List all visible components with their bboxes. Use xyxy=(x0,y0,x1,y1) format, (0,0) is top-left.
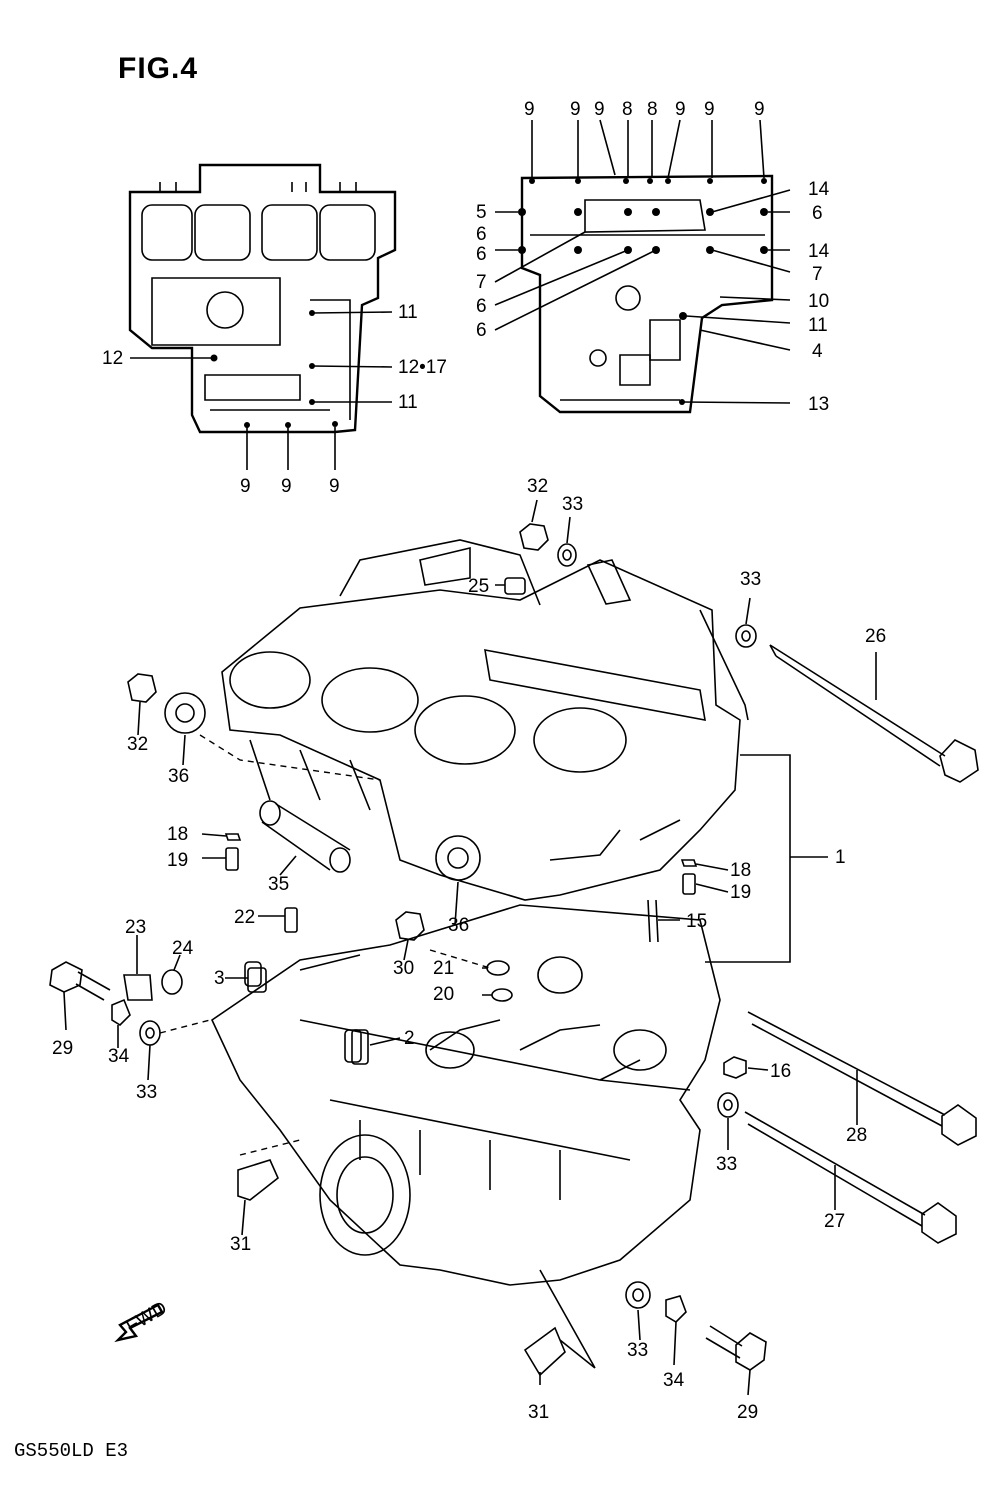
callout-29: 29 xyxy=(737,1402,758,1423)
callout-31: 31 xyxy=(528,1402,549,1423)
callout-20: 20 xyxy=(433,984,454,1005)
callout-7: 7 xyxy=(812,264,823,285)
callout-6: 6 xyxy=(476,320,487,341)
callout-9: 9 xyxy=(704,99,715,120)
callout-10: 10 xyxy=(808,291,829,312)
callout-11: 11 xyxy=(398,302,418,323)
callout-32: 32 xyxy=(527,476,548,497)
forward-marker: FWD xyxy=(123,1298,171,1338)
callout-34: 34 xyxy=(663,1370,685,1391)
callout-15: 15 xyxy=(686,911,707,932)
callout-12: 12 xyxy=(102,348,123,369)
callout-28: 28 xyxy=(846,1125,867,1146)
callout-35: 35 xyxy=(268,874,289,895)
callout-24: 24 xyxy=(172,938,194,959)
callout-36: 36 xyxy=(448,915,469,936)
callout-5: 5 xyxy=(476,202,487,223)
callout-36: 36 xyxy=(168,766,189,787)
callout-31: 31 xyxy=(230,1234,251,1255)
callout-33: 33 xyxy=(716,1154,737,1175)
callout-6: 6 xyxy=(476,296,487,317)
callout-16: 16 xyxy=(770,1061,791,1082)
callout-19: 19 xyxy=(167,850,188,871)
callout-27: 27 xyxy=(824,1211,845,1232)
callout-labels: 9 9 9 8 8 9 9 9 14 5 6 6 6 14 7 7 6 10 6… xyxy=(52,99,886,1423)
lower-case-bottom-view xyxy=(518,174,774,414)
callout-8: 8 xyxy=(647,99,658,120)
lower-crankcase xyxy=(210,904,721,1286)
callout-8: 8 xyxy=(622,99,633,120)
callout-9: 9 xyxy=(675,99,686,120)
callout-12-17: 12•17 xyxy=(398,357,447,378)
small-parts xyxy=(49,523,979,1377)
callout-22: 22 xyxy=(234,907,255,928)
callout-23: 23 xyxy=(125,917,146,938)
callout-6: 6 xyxy=(812,203,823,224)
callout-33: 33 xyxy=(562,494,583,515)
callout-21: 21 xyxy=(433,958,454,979)
callout-13: 13 xyxy=(808,394,829,415)
callout-7: 7 xyxy=(476,272,487,293)
callout-9: 9 xyxy=(594,99,605,120)
callout-34: 34 xyxy=(108,1046,130,1067)
callout-32: 32 xyxy=(127,734,148,755)
callout-6: 6 xyxy=(476,224,487,245)
callout-14: 14 xyxy=(808,179,830,200)
callout-33: 33 xyxy=(627,1340,648,1361)
callout-18: 18 xyxy=(730,860,751,881)
callout-9: 9 xyxy=(329,476,340,497)
callout-19: 19 xyxy=(730,882,751,903)
leader-lines xyxy=(63,119,877,1396)
callout-33: 33 xyxy=(136,1082,157,1103)
callout-4: 4 xyxy=(812,341,823,362)
callout-6: 6 xyxy=(476,244,487,265)
callout-9: 9 xyxy=(570,99,581,120)
callout-30: 30 xyxy=(393,958,414,979)
callout-9: 9 xyxy=(281,476,292,497)
callout-3: 3 xyxy=(214,968,225,989)
callout-14: 14 xyxy=(808,241,830,262)
callout-9: 9 xyxy=(524,99,535,120)
model-code: GS550LD E3 xyxy=(14,1440,129,1462)
callout-18: 18 xyxy=(167,824,188,845)
upper-crankcase xyxy=(221,539,749,901)
callout-2: 2 xyxy=(404,1028,415,1049)
callout-9: 9 xyxy=(240,476,251,497)
figure-title: FIG.4 xyxy=(118,52,199,85)
callout-11: 11 xyxy=(808,315,828,336)
callout-26: 26 xyxy=(865,626,886,647)
callout-9: 9 xyxy=(754,99,765,120)
callout-1: 1 xyxy=(835,847,846,868)
callout-11: 11 xyxy=(398,392,418,413)
callout-25: 25 xyxy=(468,576,489,597)
callout-29: 29 xyxy=(52,1038,73,1059)
callout-33: 33 xyxy=(740,569,761,590)
upper-case-top-view xyxy=(128,163,397,434)
